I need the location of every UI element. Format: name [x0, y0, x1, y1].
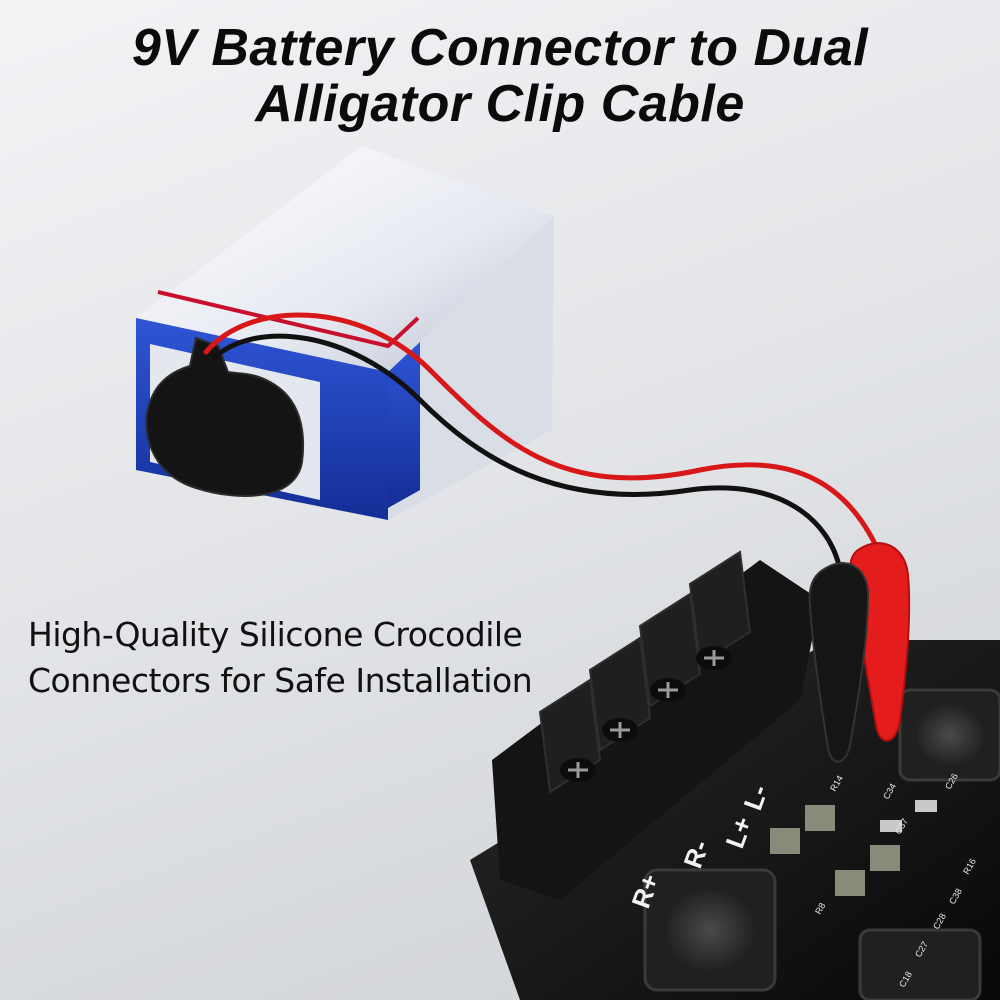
cable	[203, 312, 881, 573]
smd-capacitor	[835, 870, 865, 896]
smd-resistor	[880, 820, 902, 832]
terminal-rib	[688, 550, 752, 666]
feature-line-1: High-Quality Silicone Crocodile	[28, 615, 523, 654]
headline-line-2: Alligator Clip Cable	[255, 75, 745, 133]
smd-capacitor	[870, 845, 900, 871]
battery-top-face	[136, 146, 554, 372]
screw-head	[610, 722, 630, 738]
smd-resistor	[915, 800, 937, 812]
terminal-rib	[638, 592, 702, 708]
9v-battery	[136, 146, 554, 520]
screw-terminal-block	[492, 550, 820, 900]
feature-text: High-Quality Silicone Crocodile Connecto…	[28, 612, 588, 704]
headline-line-1: 9V Battery Connector to Dual	[131, 19, 869, 77]
screw-heads	[560, 646, 732, 782]
black-wire	[211, 333, 843, 573]
amplifier-board: L- L+ R- R+ R14 C34 C37 R16 C38 C28 C27 …	[470, 640, 1000, 1000]
terminal-block-body	[492, 560, 820, 900]
headline: 9V Battery Connector to Dual Alligator C…	[0, 20, 1000, 132]
pcb-body	[470, 640, 1000, 1000]
red-wire	[203, 312, 881, 553]
component-label: R8	[813, 901, 827, 916]
screw-head	[704, 650, 724, 666]
smd-capacitor	[770, 828, 800, 854]
inductor-bottom-left-core	[666, 890, 754, 970]
smd-capacitor	[805, 805, 835, 831]
terminal-rib	[588, 636, 652, 752]
screw-head	[568, 762, 588, 778]
black-alligator-clip	[808, 562, 870, 763]
inductor-bottom-right	[858, 928, 982, 1000]
feature-line-2: Connectors for Safe Installation	[28, 661, 533, 700]
battery-snap-cap	[145, 336, 305, 497]
alligator-clips	[808, 542, 911, 763]
screw-head	[658, 682, 678, 698]
battery-red-stripe	[157, 290, 420, 349]
battery-blue-band	[388, 342, 420, 508]
inductor-top-core	[916, 705, 984, 765]
